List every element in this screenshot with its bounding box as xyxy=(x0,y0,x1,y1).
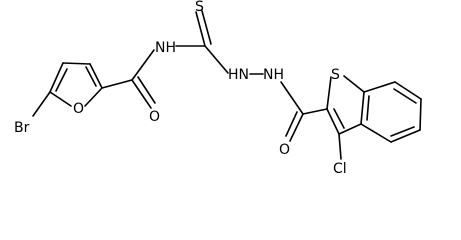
bond-c6-c5 xyxy=(419,98,422,131)
bond-thiocarbonyl-hn xyxy=(204,45,229,74)
atom-s-ring: S xyxy=(331,67,340,83)
bond-c3a-c3 xyxy=(338,123,362,135)
bond-carbonyl1-o xyxy=(131,79,152,109)
bond-c3-c4 xyxy=(62,62,91,65)
atom-o-carbonyl1: O xyxy=(149,109,160,125)
bond-s-c7a xyxy=(343,75,365,93)
atom-br: Br xyxy=(14,120,30,136)
atom-cl: Cl xyxy=(333,161,347,177)
bond-c3-cl xyxy=(338,133,342,160)
bond-c2-c3-double xyxy=(85,66,97,87)
bond-c7-c6 xyxy=(394,81,422,100)
bond-thiocarbonyl-s xyxy=(195,11,206,47)
bond-carbonyl2-o xyxy=(289,113,304,142)
bond-c4-c5 xyxy=(49,62,64,93)
bond-c3a-c7a-inner xyxy=(366,95,370,121)
bond-c4-c5-double xyxy=(55,68,68,92)
bond-carbonyl2-o-double xyxy=(285,111,298,137)
bond-carbonyl1-o-double xyxy=(137,76,156,104)
bond-carbonyl1-nh xyxy=(131,49,155,81)
bond-c2-carbonyl1 xyxy=(101,79,133,89)
molecule-structure: Br O O NH S HN NH O S Cl xyxy=(14,0,422,177)
atom-o-carbonyl2: O xyxy=(279,142,290,158)
bond-br-c5 xyxy=(32,91,51,117)
bond-c4-c3a xyxy=(360,123,392,143)
bond-c2-c3 xyxy=(89,63,103,89)
bond-c3-c2 xyxy=(326,108,340,135)
bond-c5-c4-double xyxy=(390,126,415,137)
atom-nh: NH xyxy=(155,40,176,56)
bond-c7a-c3a xyxy=(360,91,365,125)
bond-nh-carbonyl2 xyxy=(280,81,304,115)
atom-o-furan: O xyxy=(73,101,84,117)
bond-thiocarbonyl-s-double xyxy=(201,10,212,45)
atom-hn: HN xyxy=(228,67,249,83)
bond-c7a-c7 xyxy=(363,81,396,93)
atom-labels: Br O O NH S HN NH O S Cl xyxy=(14,0,347,177)
bond-carbonyl2-c2 xyxy=(302,108,328,115)
bonds xyxy=(32,10,422,160)
bond-c7-c6-double xyxy=(393,88,417,104)
atom-nh2: NH xyxy=(263,67,284,83)
bond-o1-c2 xyxy=(84,87,103,107)
bond-c3-c2-double xyxy=(333,108,345,129)
atom-s-thio: S xyxy=(195,0,204,15)
bond-c2-s xyxy=(326,76,332,110)
bond-c5-c4 xyxy=(390,129,421,143)
bond-c5-o1 xyxy=(49,91,72,107)
